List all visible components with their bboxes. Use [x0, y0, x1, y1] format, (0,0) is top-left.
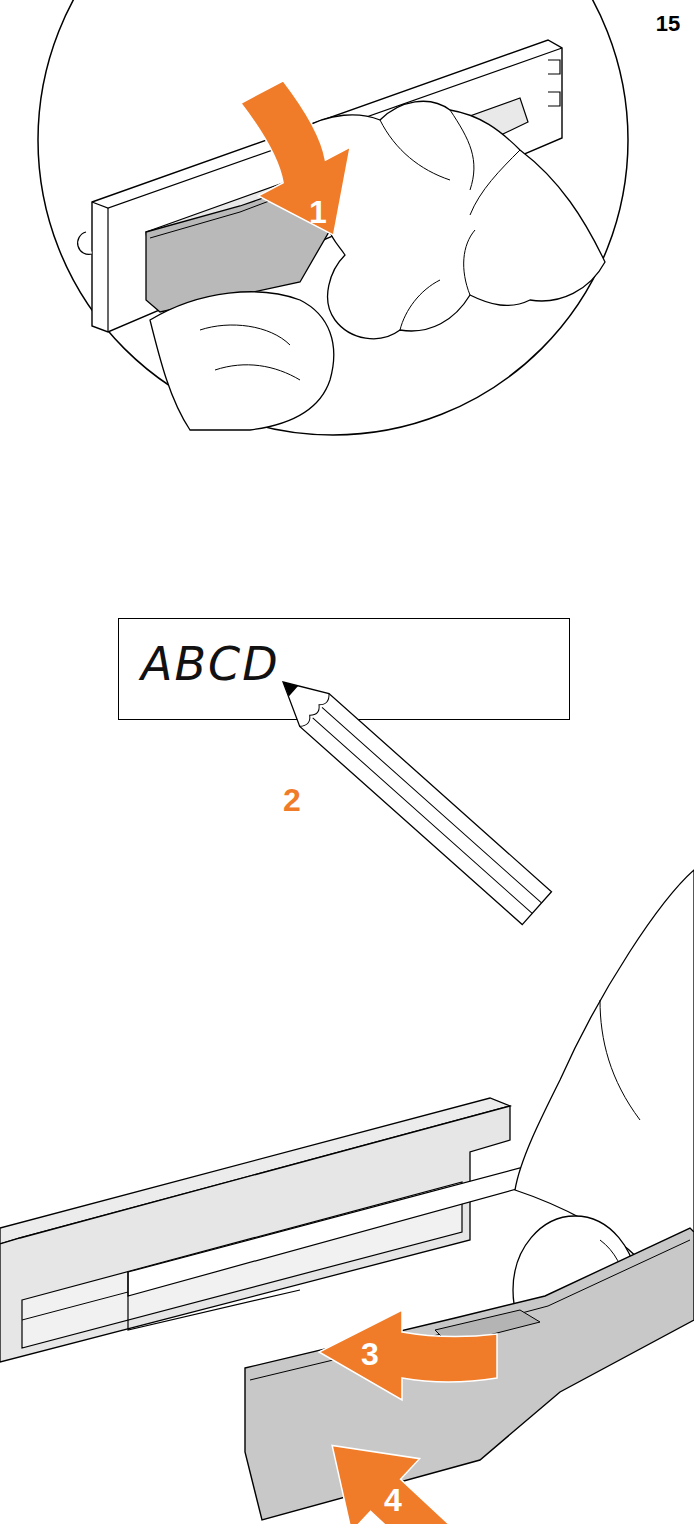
rail-assembly: [0, 870, 694, 1520]
handwritten-text: ABCD: [141, 637, 280, 691]
hand: [300, 101, 605, 338]
plate-edge: [107, 208, 108, 332]
arrow-shape: [319, 1310, 497, 1400]
callout-number: 3: [361, 1338, 379, 1370]
page-number: 15: [656, 13, 680, 35]
pencil-body: [268, 666, 551, 925]
label-card-edge: [128, 1272, 300, 1330]
plate-peg: [78, 232, 92, 254]
pencil: [268, 666, 551, 925]
finger-line: [380, 110, 520, 330]
finger-line: [200, 325, 300, 380]
cover-tab: [435, 1310, 540, 1345]
pencil-lead: [278, 677, 298, 697]
step-arrow: [216, 68, 383, 258]
name-plate-detail: [78, 40, 605, 430]
detail-circle: [38, 0, 628, 435]
pencil-shaving: [300, 694, 332, 730]
label-card: ABCD: [118, 618, 570, 720]
plate-notch: [548, 60, 560, 106]
step-arrow: [298, 1409, 489, 1524]
cover-piece: [245, 1228, 694, 1520]
callout-number: 2: [283, 784, 301, 816]
cover-edge: [250, 1240, 690, 1380]
hand: [150, 292, 334, 430]
arrow-shape: [216, 68, 383, 258]
callout-number: 4: [384, 1484, 402, 1516]
label-card: [128, 1168, 540, 1296]
step-arrow: [319, 1310, 497, 1400]
cover-flap: [146, 175, 330, 312]
finger-line: [600, 1000, 640, 1120]
flap-edge: [150, 180, 325, 238]
pencil-facet: [313, 707, 542, 913]
callout-number: 1: [309, 196, 327, 228]
arrow-shape: [298, 1409, 489, 1524]
rail-line: [22, 1292, 128, 1320]
